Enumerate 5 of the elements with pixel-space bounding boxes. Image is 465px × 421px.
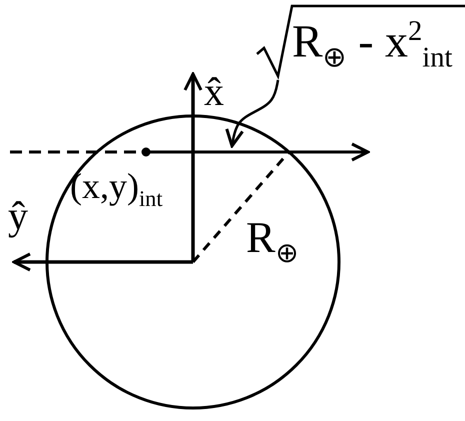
radius-label: R$_{⊕}$ xyxy=(246,216,298,268)
point-label: (x,y)$_{int}$ xyxy=(70,168,163,210)
axis-label: ŷ xyxy=(8,196,28,236)
leader-arrow xyxy=(225,80,280,148)
axis-label: x̂ xyxy=(204,72,224,112)
